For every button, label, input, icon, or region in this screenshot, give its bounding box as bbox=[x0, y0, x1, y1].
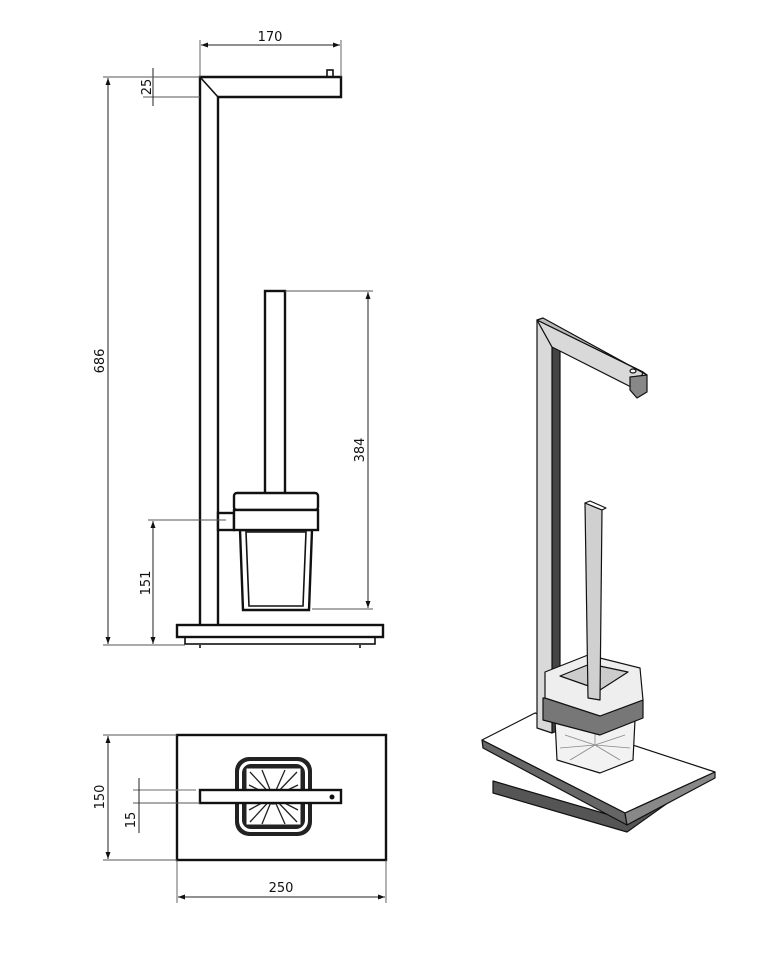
wall-bracket bbox=[216, 511, 236, 532]
dimension-label: 150 bbox=[93, 785, 108, 810]
iso-brush-holder bbox=[542, 500, 644, 774]
dimension-250: 250 bbox=[176, 860, 387, 903]
dimension-150: 150 bbox=[93, 734, 177, 861]
dimension-151: 151 bbox=[139, 519, 226, 644]
dimension-label: 151 bbox=[139, 571, 154, 596]
dimension-170: 170 bbox=[199, 30, 342, 77]
glass-cup bbox=[238, 528, 314, 612]
arm-knob bbox=[326, 69, 334, 78]
isometric-view bbox=[481, 317, 716, 833]
dimension-label: 170 bbox=[258, 30, 283, 45]
iso-post bbox=[536, 317, 648, 734]
dimension-label: 384 bbox=[353, 438, 368, 463]
dimension-label: 25 bbox=[140, 79, 155, 96]
front-view: 170 25 686 384 151 bbox=[93, 30, 385, 648]
dimension-384: 384 bbox=[285, 290, 373, 610]
dimension-686: 686 bbox=[93, 76, 200, 646]
dimension-label: 686 bbox=[93, 349, 108, 374]
arm-top bbox=[198, 788, 343, 805]
brush-handle bbox=[263, 289, 287, 497]
brush-holder bbox=[216, 289, 320, 612]
base-plate bbox=[175, 623, 385, 648]
arm-knob bbox=[329, 794, 335, 800]
dimension-label: 15 bbox=[124, 812, 139, 829]
dimension-15: 15 bbox=[124, 778, 200, 833]
top-view: 150 15 250 bbox=[93, 733, 388, 903]
dimension-label: 250 bbox=[269, 881, 294, 896]
dimension-25: 25 bbox=[140, 68, 200, 106]
